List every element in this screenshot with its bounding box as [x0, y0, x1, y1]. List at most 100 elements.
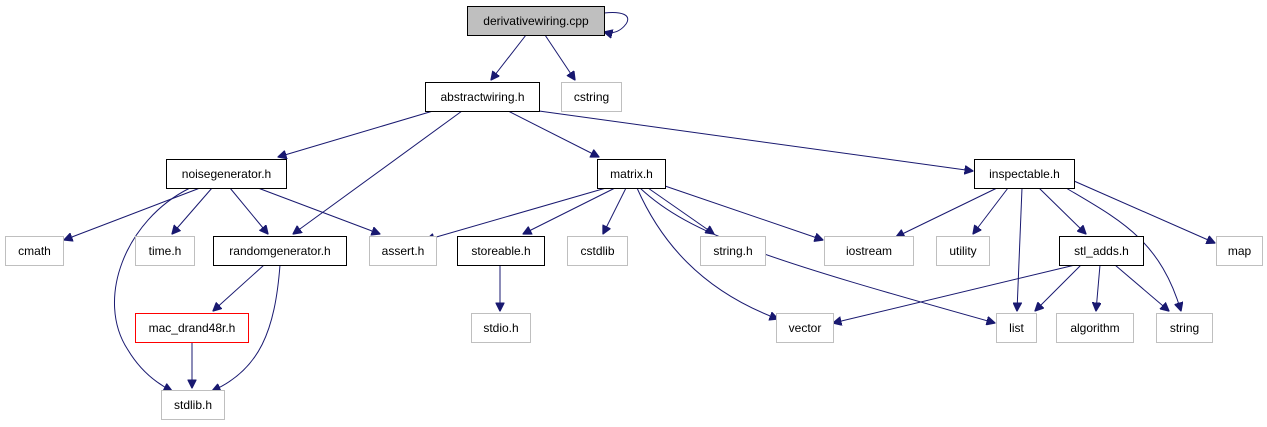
- node-box: [425, 82, 540, 112]
- node-noisegenerator-h[interactable]: noisegenerator.h: [166, 159, 287, 189]
- edge-abstractwiring-h-to-noisegenerator-h: [278, 110, 434, 157]
- node-string-h[interactable]: string.h: [700, 236, 766, 266]
- node-label: abstractwiring.h: [440, 90, 524, 104]
- node-label: stdio.h: [483, 321, 518, 335]
- node-box: [471, 313, 531, 343]
- edge-abstractwiring-h-to-matrix-h: [507, 110, 599, 157]
- node-label: string: [1170, 321, 1199, 335]
- node-label: noisegenerator.h: [182, 167, 271, 181]
- node-box: [1056, 313, 1134, 343]
- edge-inspectable-h-to-stl-adds-h: [1038, 187, 1086, 234]
- node-abstractwiring-h[interactable]: abstractwiring.h: [425, 82, 540, 112]
- edge-noisegenerator-h-to-stdlib-h: [114, 187, 191, 391]
- node-label: iostream: [846, 244, 892, 258]
- node-cmath[interactable]: cmath: [5, 236, 64, 266]
- node-utility[interactable]: utility: [936, 236, 990, 266]
- node-assert-h[interactable]: assert.h: [369, 236, 437, 266]
- edge-inspectable-h-to-list: [1017, 187, 1023, 311]
- node-box: [213, 236, 347, 266]
- node-mac-drand48r-h[interactable]: mac_drand48r.h: [135, 313, 249, 343]
- edge-matrix-h-to-vector: [636, 187, 778, 319]
- node-box: [166, 159, 287, 189]
- edge-inspectable-h-to-string: [1065, 187, 1181, 311]
- edge-stl-adds-h-to-string: [1114, 264, 1169, 311]
- node-label: stl_adds.h: [1074, 244, 1129, 258]
- edge-stl-adds-h-to-vector: [833, 264, 1076, 323]
- node-box: [561, 82, 622, 112]
- node-cstring[interactable]: cstring: [561, 82, 622, 112]
- node-label: derivativewiring.cpp: [483, 14, 589, 28]
- node-label: map: [1228, 244, 1252, 258]
- node-label: assert.h: [382, 244, 425, 258]
- node-cstdlib[interactable]: cstdlib: [567, 236, 628, 266]
- node-box: [996, 313, 1037, 343]
- node-label: cmath: [18, 244, 51, 258]
- node-stl-adds-h[interactable]: stl_adds.h: [1059, 236, 1144, 266]
- node-stdlib-h[interactable]: stdlib.h: [161, 390, 225, 420]
- node-string[interactable]: string: [1156, 313, 1213, 343]
- node-box: [974, 159, 1075, 189]
- node-box: [1216, 236, 1263, 266]
- edge-abstractwiring-h-to-inspectable-h: [538, 110, 973, 171]
- edge-noisegenerator-h-to-assert-h: [257, 187, 380, 234]
- edge-stl-adds-h-to-list: [1035, 264, 1082, 311]
- node-box: [1156, 313, 1213, 343]
- node-derivativewiring-cpp[interactable]: derivativewiring.cpp: [467, 6, 605, 36]
- node-box: [369, 236, 437, 266]
- node-box: [700, 236, 766, 266]
- edge-derivativewiring-cpp-to-abstractwiring-h: [491, 34, 527, 80]
- edge-derivativewiring-cpp-to-cstring: [544, 34, 575, 80]
- node-list[interactable]: list: [996, 313, 1037, 343]
- edge-randomgenerator-h-to-stdlib-h: [212, 264, 281, 391]
- node-randomgenerator-h[interactable]: randomgenerator.h: [213, 236, 347, 266]
- node-box: [1059, 236, 1144, 266]
- node-map[interactable]: map: [1216, 236, 1263, 266]
- node-inspectable-h[interactable]: inspectable.h: [974, 159, 1075, 189]
- edges: [64, 12, 1215, 391]
- edge-abstractwiring-h-to-randomgenerator-h: [293, 110, 463, 234]
- node-box: [467, 6, 605, 36]
- node-box: [776, 313, 834, 343]
- node-label: cstdlib: [580, 244, 614, 258]
- edge-matrix-h-to-string-h: [647, 187, 714, 234]
- edge-inspectable-h-to-utility: [973, 187, 1009, 234]
- edge-stl-adds-h-to-algorithm: [1096, 264, 1100, 311]
- node-label: list: [1009, 321, 1024, 335]
- node-algorithm[interactable]: algorithm: [1056, 313, 1134, 343]
- edge-derivativewiring-cpp-to-derivativewiring-cpp: [604, 12, 629, 32]
- node-label: stdlib.h: [174, 398, 212, 412]
- node-label: time.h: [149, 244, 182, 258]
- node-box: [824, 236, 914, 266]
- node-time-h[interactable]: time.h: [135, 236, 195, 266]
- node-matrix-h[interactable]: matrix.h: [597, 159, 666, 189]
- node-storeable-h[interactable]: storeable.h: [457, 236, 545, 266]
- edge-inspectable-h-to-iostream: [896, 187, 998, 237]
- node-label: vector: [789, 321, 822, 335]
- edge-matrix-h-to-assert-h: [426, 187, 607, 240]
- edge-inspectable-h-to-map: [1073, 180, 1215, 243]
- node-vector[interactable]: vector: [776, 313, 834, 343]
- node-box: [161, 390, 225, 420]
- node-box: [597, 159, 666, 189]
- node-stdio-h[interactable]: stdio.h: [471, 313, 531, 343]
- edge-noisegenerator-h-to-cmath: [64, 187, 201, 240]
- edge-matrix-h-to-storeable-h: [523, 187, 616, 234]
- node-box: [936, 236, 990, 266]
- node-label: randomgenerator.h: [229, 244, 330, 258]
- node-iostream[interactable]: iostream: [824, 236, 914, 266]
- node-box: [457, 236, 545, 266]
- edge-randomgenerator-h-to-mac-drand48r-h: [213, 264, 265, 311]
- node-box: [5, 236, 64, 266]
- node-label: inspectable.h: [989, 167, 1060, 181]
- node-label: string.h: [713, 244, 752, 258]
- edge-matrix-h-to-cstdlib: [603, 187, 627, 234]
- nodes: derivativewiring.cpp abstractwiring.h cstr…: [5, 6, 1263, 420]
- node-label: algorithm: [1070, 321, 1119, 335]
- node-label: matrix.h: [610, 167, 653, 181]
- edge-noisegenerator-h-to-time-h: [172, 187, 213, 234]
- node-label: mac_drand48r.h: [149, 321, 236, 335]
- node-label: cstring: [574, 90, 609, 104]
- node-label: storeable.h: [471, 244, 530, 258]
- edge-matrix-h-to-iostream: [664, 185, 823, 240]
